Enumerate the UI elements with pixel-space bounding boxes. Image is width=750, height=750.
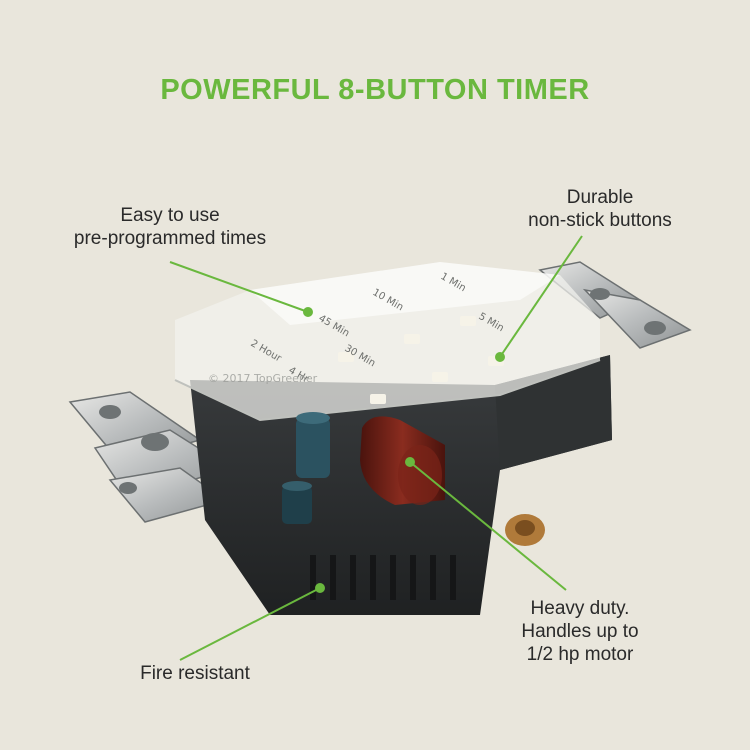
callout-heavy-line1: Heavy duty.	[530, 598, 630, 619]
motor-capacitor	[360, 416, 445, 505]
callout-durable-buttons: Durable non-stick buttons	[500, 186, 700, 232]
callout-easy-line2: pre-programmed times	[73, 228, 267, 249]
leader-line-fire	[179, 587, 321, 661]
leader-line-heavy	[409, 461, 567, 591]
callout-fire-line1: Fire resistant	[140, 663, 250, 684]
leader-dot-durable	[495, 352, 505, 362]
page-title: POWERFUL 8-BUTTON TIMER	[160, 74, 590, 106]
leader-line-durable	[499, 235, 583, 358]
callout-fire-resistant: Fire resistant	[120, 662, 270, 685]
callout-heavy-line2: Handles up to	[521, 621, 639, 642]
mounting-tab-left	[68, 391, 232, 523]
callout-heavy-line3: 1/2 hp motor	[526, 644, 634, 665]
leader-line-easy	[169, 261, 309, 313]
callout-durable-line2: non-stick buttons	[528, 210, 672, 231]
callout-durable-line1: Durable	[566, 187, 634, 208]
capacitor-blue-2	[282, 481, 312, 524]
callout-lines	[169, 235, 583, 661]
capacitor-blue-1	[296, 412, 330, 478]
callout-easy-to-use: Easy to use pre-programmed times	[40, 204, 300, 250]
leader-dot-heavy	[405, 457, 415, 467]
watermark: © 2017 TopGreener	[208, 372, 318, 385]
callout-easy-line1: Easy to use	[120, 205, 220, 226]
leader-dot-fire	[315, 583, 325, 593]
leader-dot-easy	[303, 307, 313, 317]
callout-heavy-duty: Heavy duty. Handles up to 1/2 hp motor	[480, 597, 680, 666]
